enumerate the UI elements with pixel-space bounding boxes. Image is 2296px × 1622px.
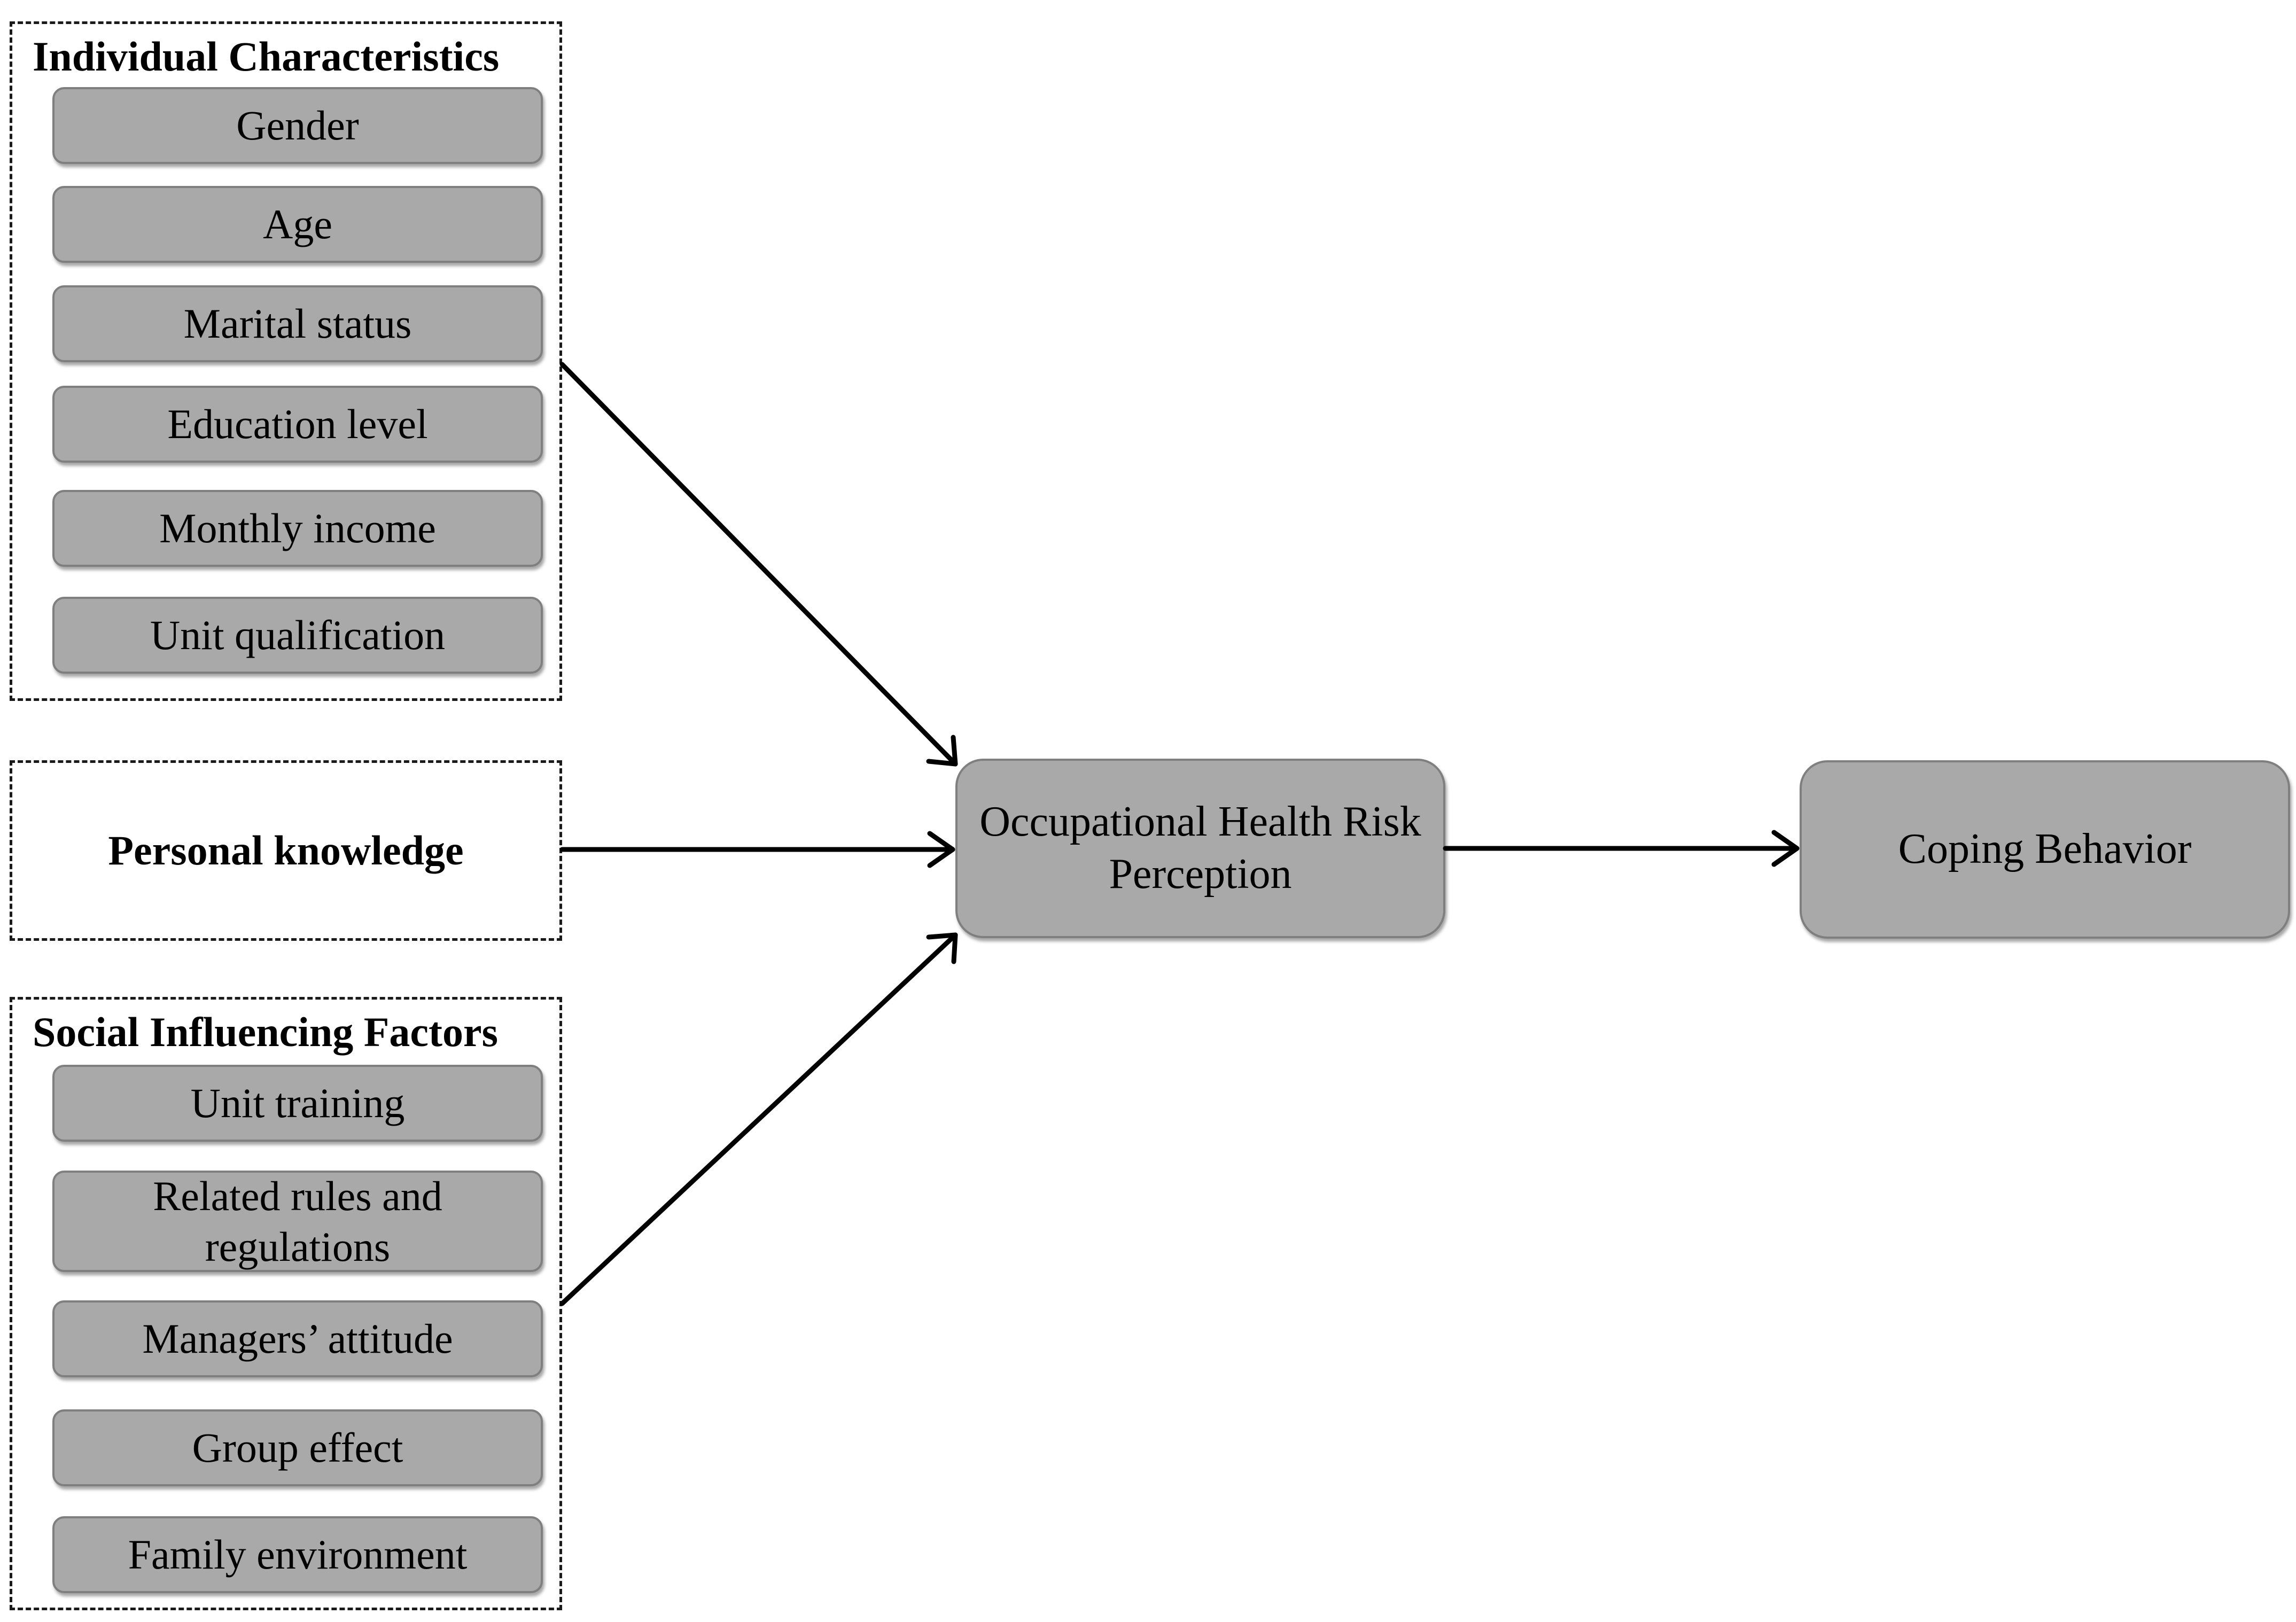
factor-managers-attitude: Managers’ attitude [52,1300,543,1377]
factor-rules-and-regulations: Related rules and regulations [52,1171,543,1272]
factor-education-level: Education level [52,386,543,463]
arrow-individual-to-perception [559,362,958,767]
arrow-social-to-perception [559,932,958,1306]
personal-knowledge-title: Personal knowledge [108,827,464,874]
factor-group-effect: Group effect [52,1409,543,1486]
factor-unit-training: Unit training [52,1065,543,1142]
factor-age: Age [52,186,543,263]
individual-characteristics-group: Individual Characteristics Gender Age Ma… [10,21,562,701]
factor-monthly-income: Monthly income [52,490,543,567]
arrow-social-to-perception-head [926,932,958,964]
social-influencing-factors-title: Social Influencing Factors [33,1009,498,1055]
personal-knowledge-group: Personal knowledge [10,760,562,941]
individual-characteristics-title: Individual Characteristics [33,33,500,80]
factor-family-environment: Family environment [52,1516,543,1593]
social-influencing-factors-group: Social Influencing Factors Unit training… [10,997,562,1610]
factor-gender: Gender [52,87,543,164]
arrow-knowledge-to-perception-head [927,831,955,868]
coping-behavior-node: Coping Behavior [1800,760,2290,939]
arrow-individual-to-perception-head [926,735,958,767]
risk-perception-node: Occupational Health Risk Perception [955,759,1445,938]
factor-unit-qualification: Unit qualification [52,597,543,674]
factor-marital-status: Marital status [52,285,543,362]
arrow-perception-to-coping-head [1771,830,1800,867]
